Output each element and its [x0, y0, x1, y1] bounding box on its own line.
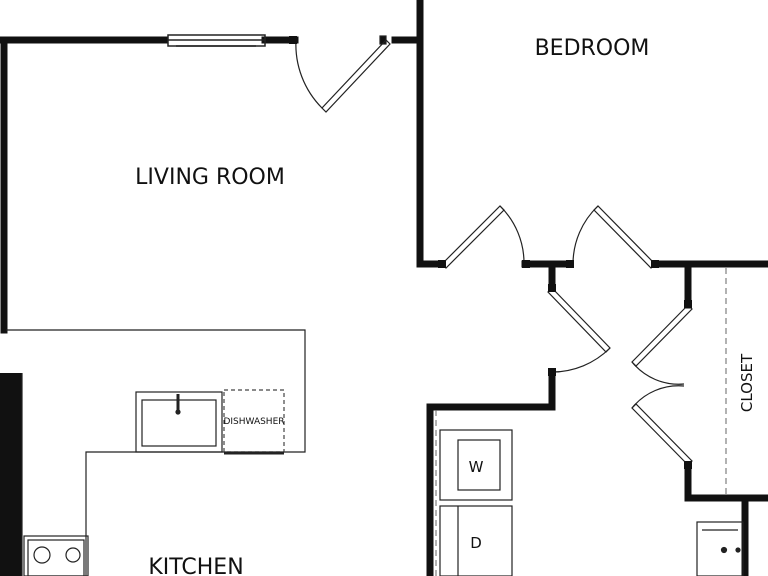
- stove: [23, 535, 89, 576]
- door-entry: [295, 35, 391, 113]
- bath-vanity: [696, 521, 744, 576]
- dryer: [439, 505, 513, 576]
- room-label-bedroom: BEDROOM: [535, 36, 650, 61]
- kitchen-counter: [6, 329, 306, 576]
- burner-icon: [33, 546, 51, 564]
- faucet-icon: [720, 546, 728, 554]
- room-label-kitchen: KITCHEN: [148, 555, 243, 576]
- washer: [439, 429, 513, 501]
- burner-icon: [65, 547, 81, 563]
- door-bath: [547, 287, 611, 373]
- door-bedroom-right: [572, 205, 656, 269]
- room-label-living-room: LIVING ROOM: [135, 165, 285, 190]
- door-closet: [631, 304, 693, 466]
- window: [167, 34, 266, 47]
- room-label-closet: CLOSET: [738, 353, 756, 412]
- dryer-label: D: [470, 534, 482, 552]
- doors: [295, 35, 693, 466]
- kitchen-sink: [135, 391, 223, 453]
- door-jambs: [289, 36, 692, 469]
- dishwasher: DISHWASHER: [223, 389, 285, 455]
- door-bedroom-left: [441, 205, 525, 269]
- wall-left-kitchen: [0, 373, 22, 576]
- dishwasher-label: DISHWASHER: [223, 417, 284, 427]
- washer-label: W: [469, 458, 484, 476]
